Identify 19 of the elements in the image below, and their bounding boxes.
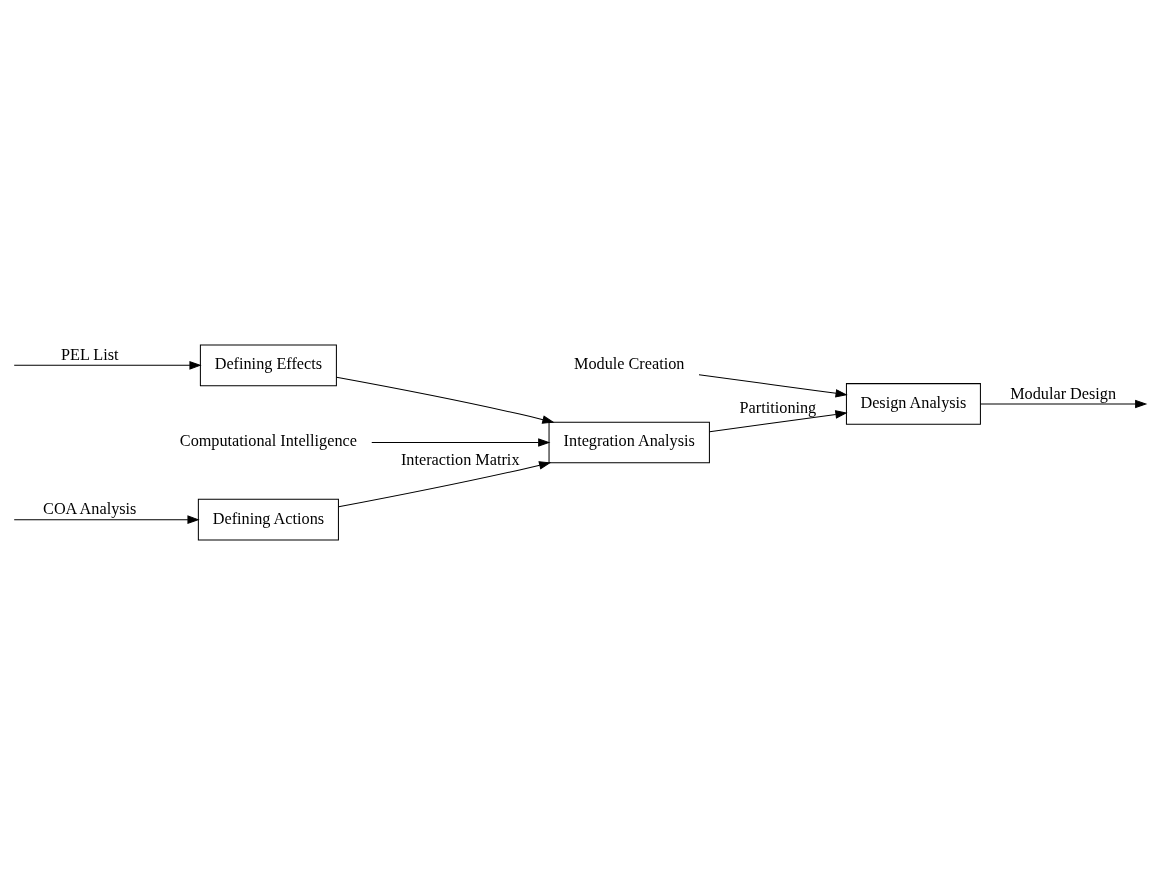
arrow	[698, 373, 848, 398]
arrow	[338, 460, 552, 507]
edge-label: Interaction Matrix	[400, 450, 520, 469]
arrow	[13, 360, 202, 370]
edge-label: PEL List	[60, 345, 119, 364]
edge-label: Partitioning	[739, 398, 817, 417]
arrow	[336, 376, 555, 424]
node-box: Defining Effects	[199, 344, 337, 386]
arrow	[709, 409, 848, 432]
arrow	[371, 437, 551, 447]
edge-label: Modular Design	[1010, 384, 1117, 403]
node-text: Computational Intelligence	[179, 431, 357, 450]
node-box: Integration Analysis	[548, 421, 710, 463]
arrow	[979, 399, 1148, 408]
node-box: Design Analysis	[845, 382, 981, 425]
node-box: Defining Actions	[197, 498, 339, 540]
arrow	[13, 514, 200, 524]
node-text: Module Creation	[573, 354, 685, 373]
edge-label: COA Analysis	[43, 499, 137, 518]
